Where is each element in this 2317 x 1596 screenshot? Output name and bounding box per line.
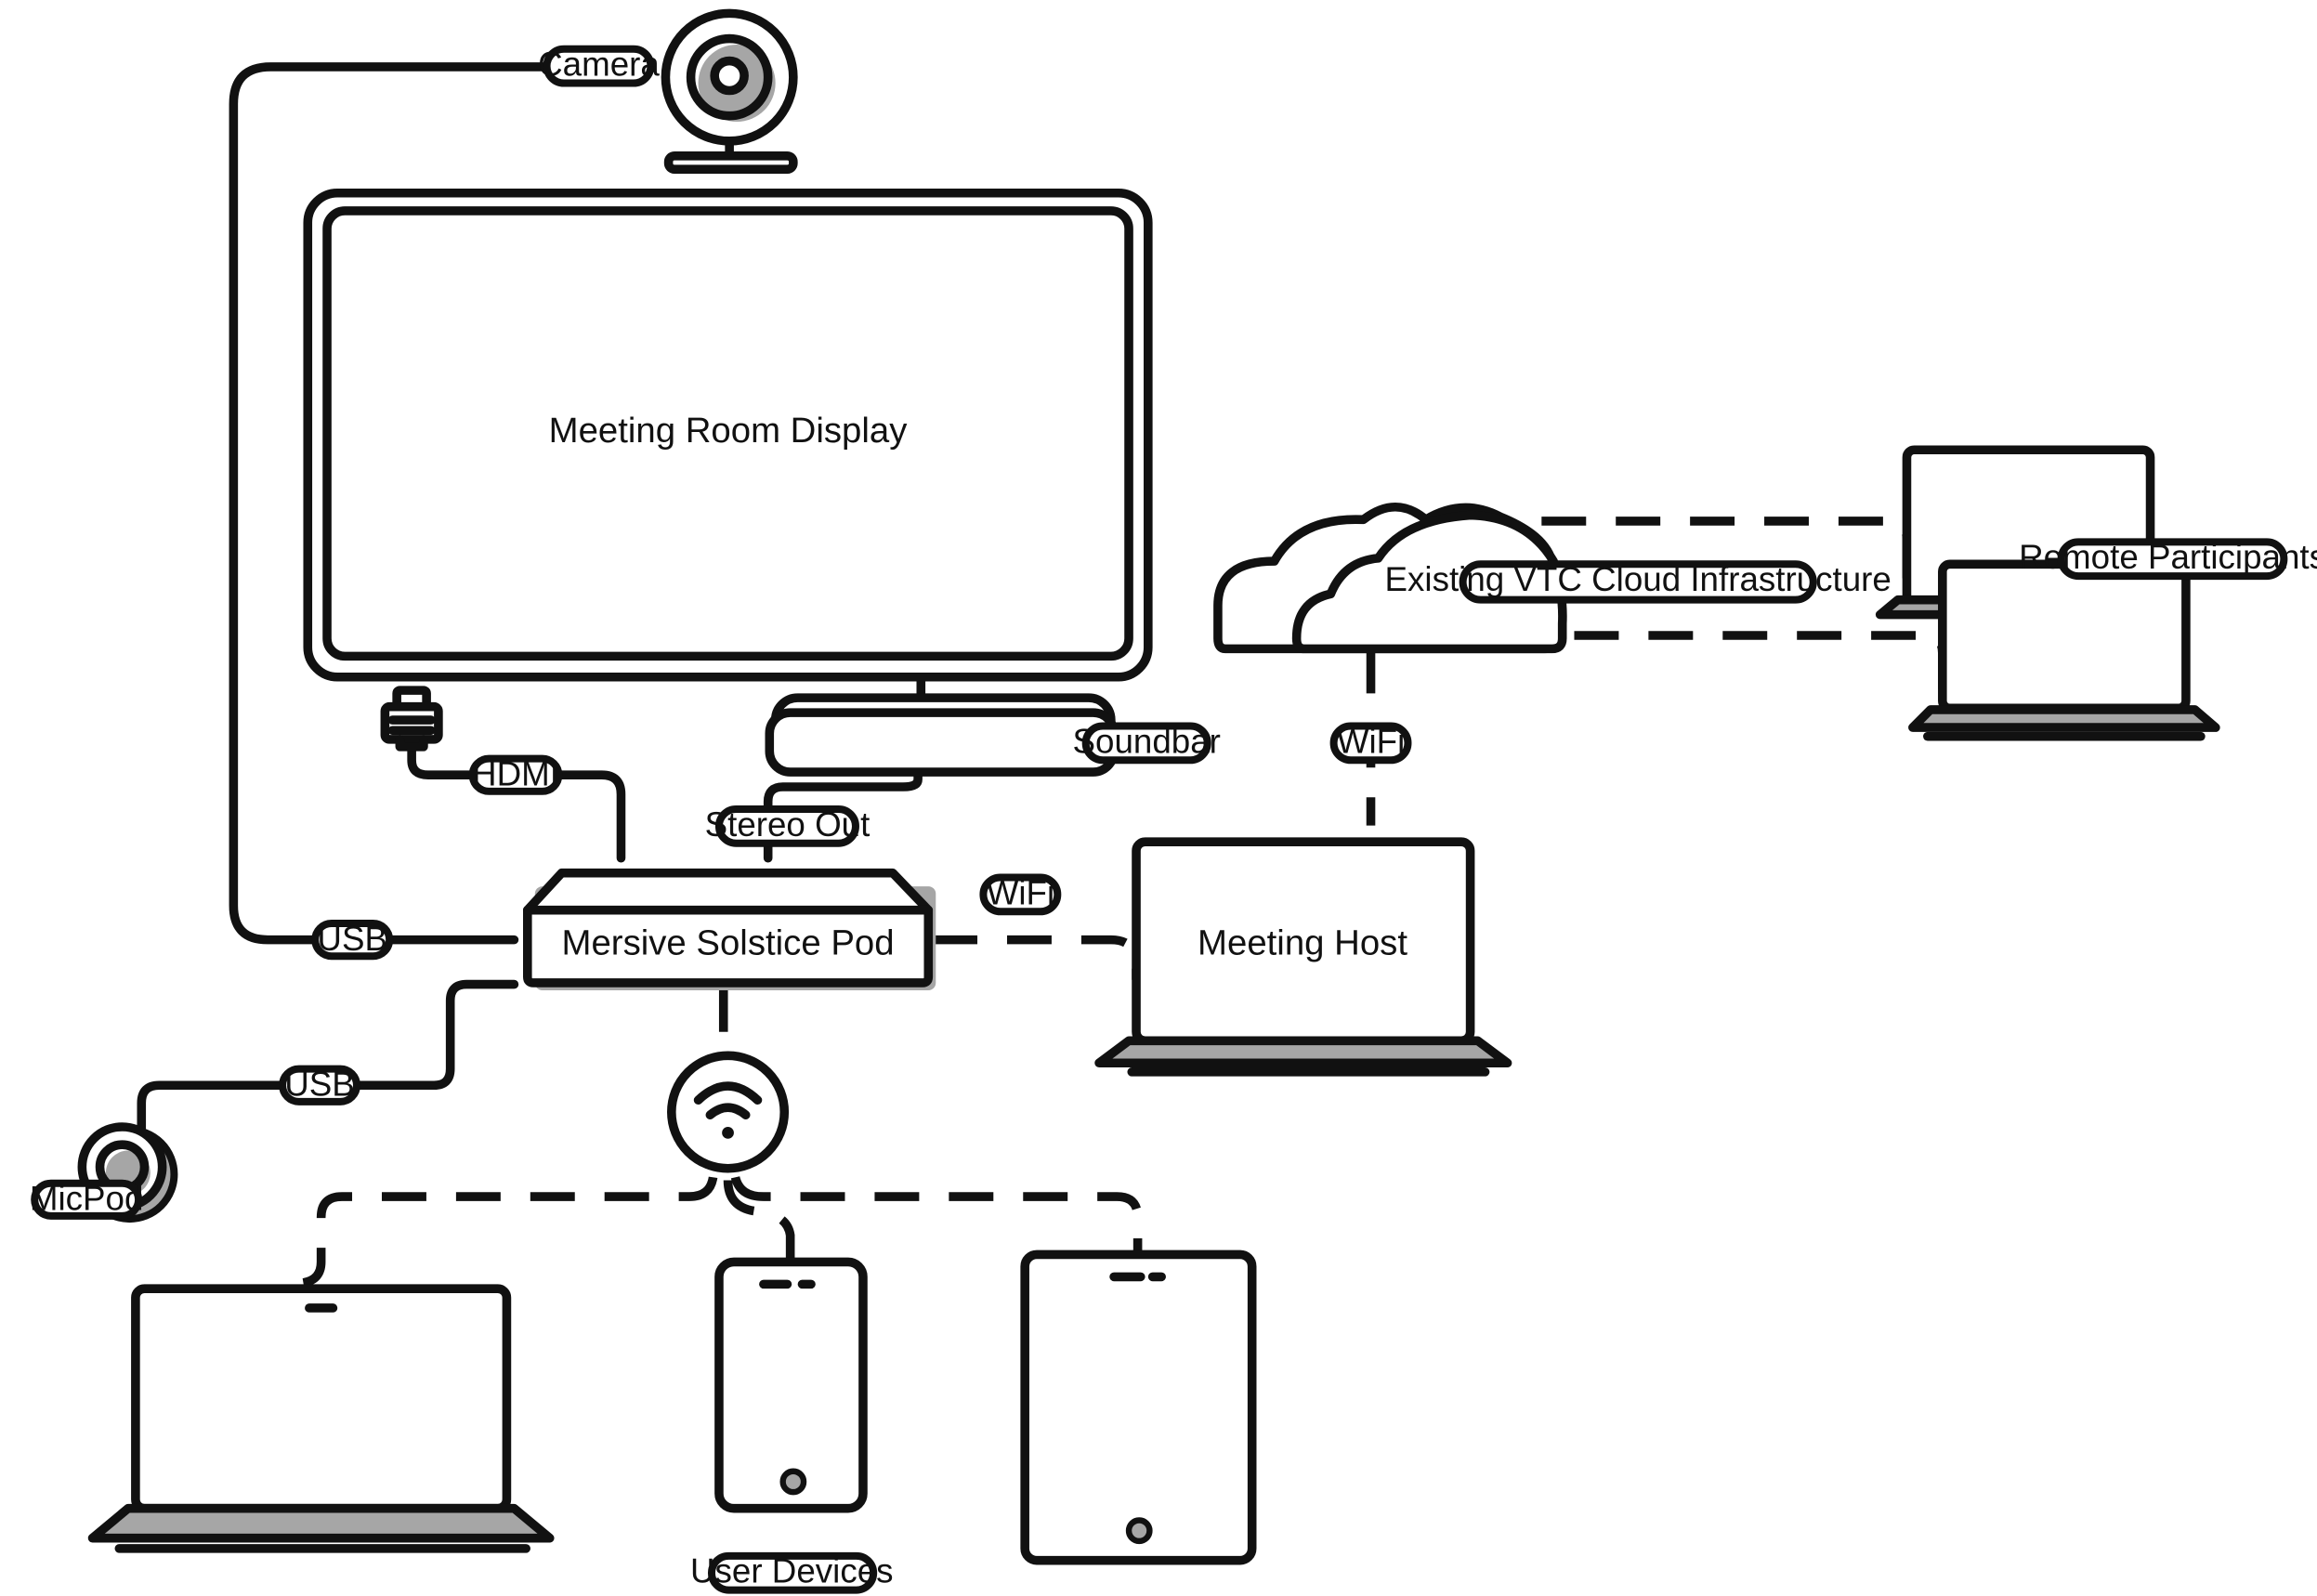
display-label: Meeting Room Display bbox=[549, 411, 909, 451]
wifi-pod-tag: WiFi bbox=[979, 873, 1062, 916]
cloud-label: Existing VTC Cloud Infrastructure bbox=[1385, 560, 1892, 598]
soundbar-label: Soundbar bbox=[1073, 722, 1221, 760]
camera-tag: Camera bbox=[538, 46, 660, 87]
phone-icon bbox=[714, 1257, 868, 1513]
micpod-icon bbox=[77, 1122, 178, 1223]
cloud-remote-link-2 bbox=[1574, 631, 1947, 702]
wifi-cloud-tag: WiFi bbox=[1329, 722, 1412, 765]
pod-icon bbox=[522, 868, 936, 990]
usb-camera-cable bbox=[229, 62, 552, 945]
cloud-tag: Existing VTC Cloud Infrastructure bbox=[1385, 560, 1892, 604]
pod-label: Mersive Solstice Pod bbox=[562, 923, 895, 963]
soundbar-icon bbox=[765, 693, 1119, 777]
micpod-label: MicPod bbox=[30, 1179, 144, 1217]
tablet-icon bbox=[1020, 1249, 1257, 1565]
display-icon bbox=[303, 188, 1153, 682]
micpod-tag: MicPod bbox=[30, 1179, 144, 1220]
meeting-host-laptop-icon bbox=[1094, 837, 1512, 1077]
soundbar-tag: Soundbar bbox=[1073, 722, 1221, 765]
wifi-phone-link bbox=[723, 1180, 795, 1262]
hdmi-label: HDMI bbox=[472, 754, 559, 792]
stereo-out-tag: Stereo Out bbox=[705, 805, 871, 847]
usb-camera-tag: USB bbox=[311, 920, 394, 961]
hdmi-tag: HDMI bbox=[468, 754, 563, 795]
remote-laptop-front-icon bbox=[1908, 559, 2220, 741]
remote-label: Remote Participants bbox=[2019, 538, 2317, 576]
usb-camera-label: USB bbox=[317, 920, 387, 958]
stereo-out-label: Stereo Out bbox=[705, 805, 871, 844]
wifi-cloud-label: WiFi bbox=[1337, 722, 1405, 760]
wifi-tablet-link bbox=[730, 1175, 1143, 1252]
wifi-pod-label: WiFi bbox=[987, 873, 1054, 911]
pod-host-link bbox=[933, 935, 1141, 980]
usb-micpod-label: USB bbox=[284, 1065, 355, 1103]
usb-micpod-cable bbox=[137, 979, 519, 1133]
user-devices-label: User Devices bbox=[690, 1552, 894, 1590]
wifi-access-point-icon bbox=[667, 1051, 790, 1173]
usb-micpod-tag: USB bbox=[279, 1065, 360, 1105]
camera-icon bbox=[661, 8, 798, 174]
user-devices-tag: User Devices bbox=[690, 1552, 894, 1594]
wifi-laptop-link bbox=[302, 1176, 718, 1288]
laptop-icon bbox=[87, 1284, 555, 1553]
meeting-host-label: Meeting Host bbox=[1198, 923, 1407, 963]
hdmi-connector-icon bbox=[380, 686, 443, 752]
stereo-out-cable bbox=[763, 767, 923, 863]
remote-tag: Remote Participants bbox=[2019, 538, 2317, 581]
camera-label: Camera bbox=[538, 46, 660, 84]
